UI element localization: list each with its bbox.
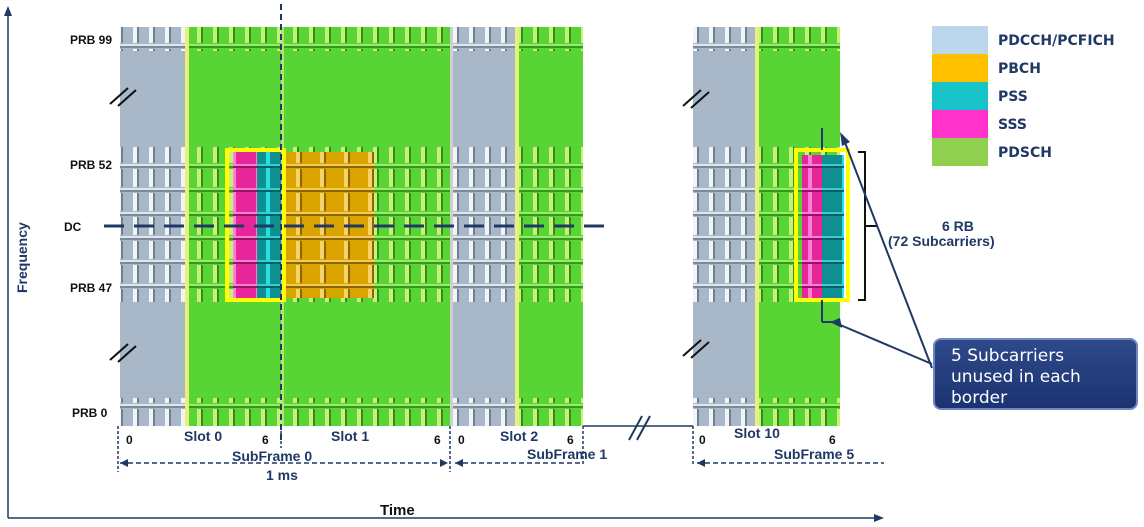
legend-swatch-pdcch-pcfich [932,26,988,54]
tick-slot10-end: 6 [829,433,836,447]
grid-subframe-5 [682,27,850,426]
frequency-axis-arrow-icon [4,6,12,16]
tick-slot0-end: 6 [262,433,269,447]
prb99-label: PRB 99 [70,33,112,47]
frequency-axis-label: Frequency [14,222,30,293]
subframe0-duration: 1 ms [266,467,298,483]
dc-label: DC [64,220,82,234]
callout-pointer-bottom [837,323,933,365]
legend-swatch-pss [932,82,988,110]
legend-label-pdcch-pcfich: PDCCH/PCFICH [998,33,1115,49]
tick-slot10-start: 0 [699,433,706,447]
slot1-label: Slot 1 [331,428,369,444]
slot2-label: Slot 2 [500,428,538,444]
time-bracket [117,415,884,472]
sss-block-sf5 [802,155,822,298]
six-rb-label: 6 RB [942,218,974,234]
subframe5-label: SubFrame 5 [774,446,854,462]
slot0-label: Slot 0 [184,428,222,444]
tick-slot0-start: 0 [126,433,133,447]
prb47-label: PRB 47 [70,281,112,295]
legend-label-pbch: PBCH [998,61,1041,77]
time-axis-label: Time [380,502,415,519]
slot10-label: Slot 10 [734,425,780,441]
time-axis-arrow-icon [874,514,884,522]
tick-slot1-end: 6 [434,433,441,447]
prb0-label: PRB 0 [72,406,108,420]
legend-label-pss: PSS [998,89,1028,105]
legend: PDCCH/PCFICH PBCH PSS SSS PDSCH [932,26,1115,166]
callout-pointer-top [843,139,933,369]
prb52-label: PRB 52 [70,158,112,172]
legend-swatch-pbch [932,54,988,82]
pss-block-sf5 [822,155,844,298]
legend-label-pdsch: PDSCH [998,145,1052,161]
legend-swatch-pdsch [932,138,988,166]
subframe0-label: SubFrame 0 [232,448,312,464]
legend-label-sss: SSS [998,117,1027,133]
subframe1-label: SubFrame 1 [527,446,607,462]
tick-slot2-start: 0 [458,433,465,447]
unused-subcarriers-callout: 5 Subcarriers unused in each border [933,338,1138,410]
tick-slot2-end: 6 [567,433,574,447]
legend-swatch-sss [932,110,988,138]
subcarriers-label: (72 Subcarriers) [888,233,995,249]
six-rb-brace [858,151,866,301]
